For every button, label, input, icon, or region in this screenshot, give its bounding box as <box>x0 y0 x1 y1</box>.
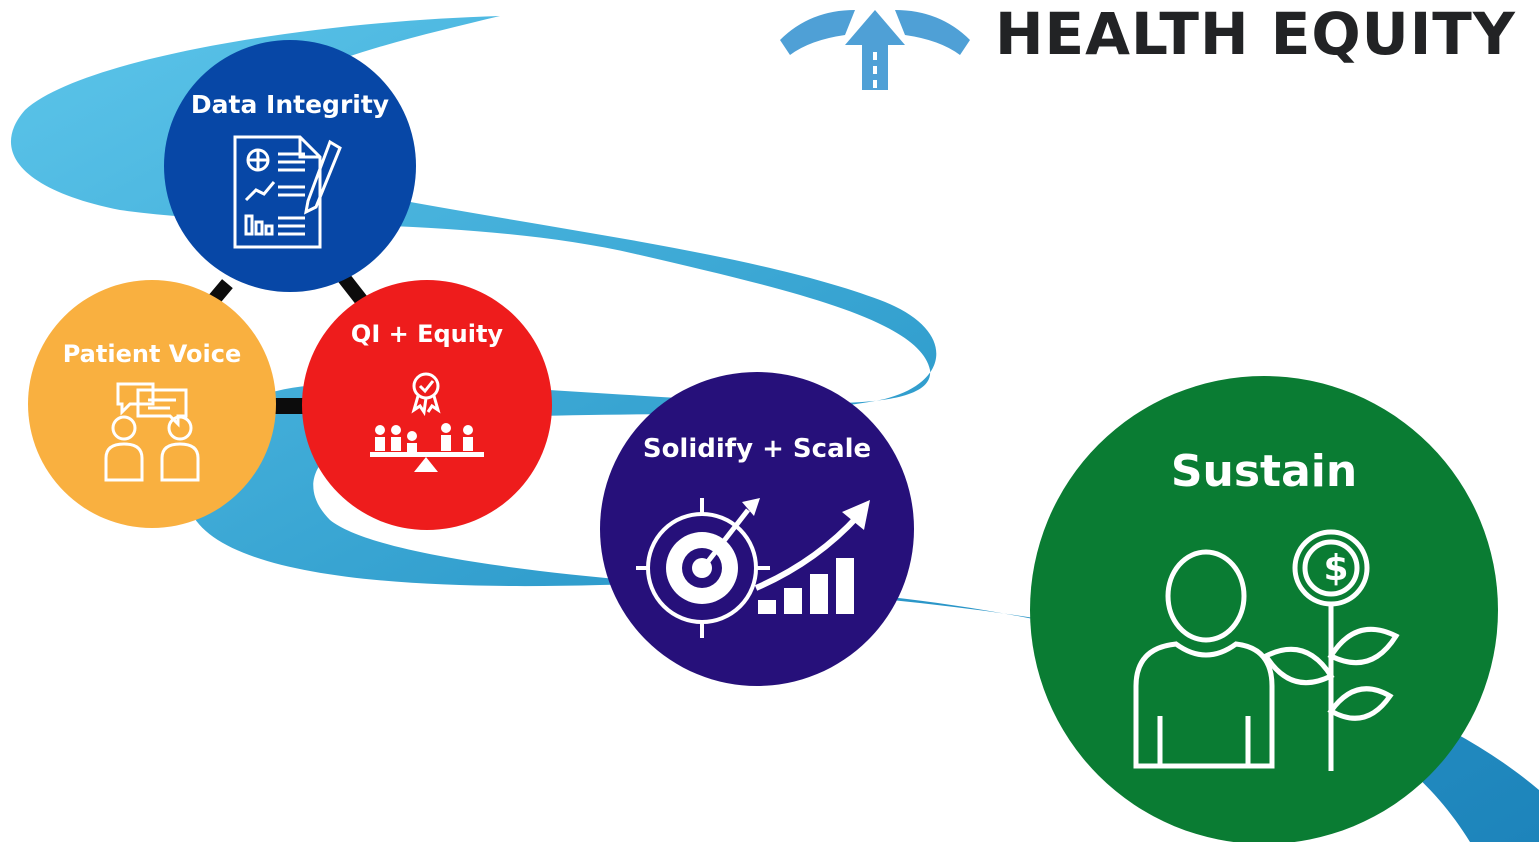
connector-patient-qi <box>270 398 308 414</box>
arrow-up-road-icon <box>780 10 970 90</box>
person-money-plant-icon <box>1133 529 1400 771</box>
dollar-sign-icon: $ <box>1323 548 1349 589</box>
node-label: Solidify + Scale <box>642 434 872 464</box>
report-document-icon <box>233 135 342 249</box>
brand-header: HEALTH EQUITY <box>770 0 1530 100</box>
node-sustain: Sustain $ <box>1030 376 1498 842</box>
node-label: Patient Voice <box>62 340 242 368</box>
node-label: QI + Equity <box>350 320 504 348</box>
conversation-people-icon <box>104 382 200 482</box>
node-solidify-scale: Solidify + Scale <box>600 372 914 686</box>
node-patient-voice: Patient Voice <box>28 280 276 528</box>
node-label: Sustain <box>1170 446 1358 497</box>
target-growth-chart-icon <box>636 498 870 638</box>
brand-title: HEALTH EQUITY <box>995 0 1516 68</box>
node-label: Data Integrity <box>190 90 390 119</box>
balance-people-award-icon <box>370 372 484 472</box>
node-data-integrity: Data Integrity <box>164 40 416 292</box>
node-qi-equity: QI + Equity <box>302 280 552 530</box>
